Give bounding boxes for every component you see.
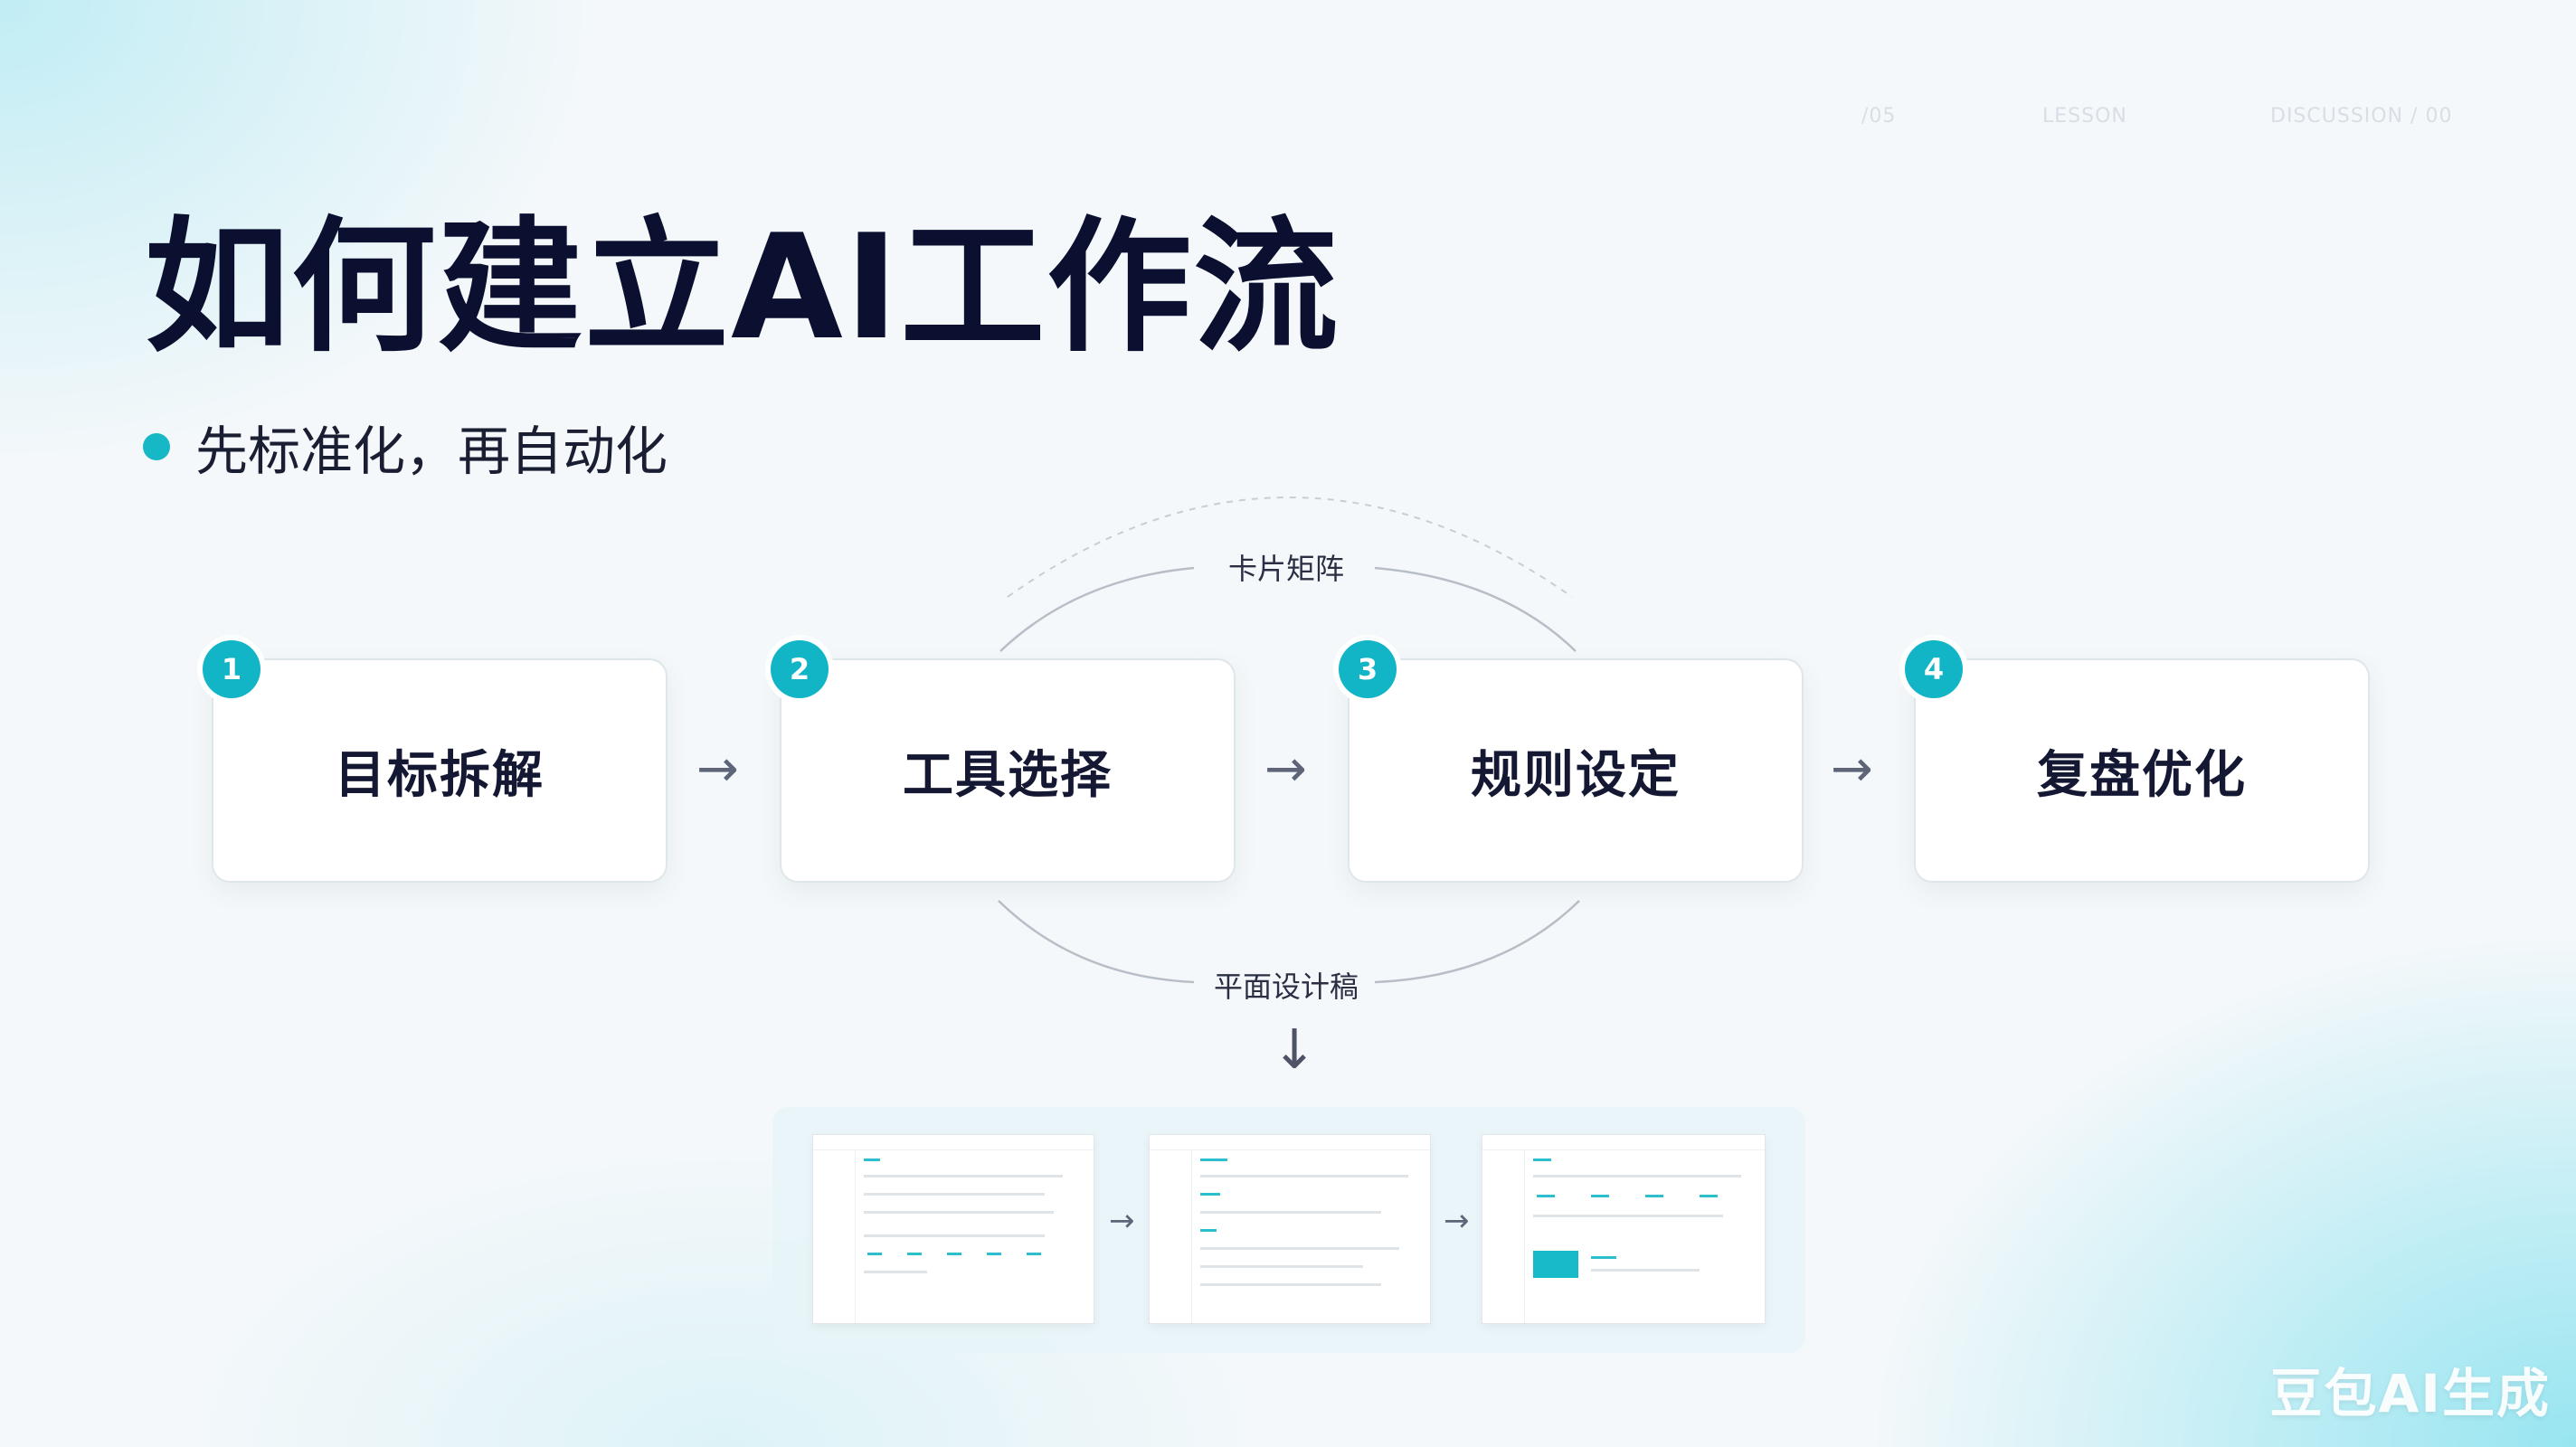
flow-label-top: 卡片矩阵 (1227, 552, 1345, 586)
flow-label-bottom: 平面设计稿 (1213, 969, 1359, 1004)
nav-item-lesson: LESSON (2042, 105, 2127, 128)
top-dashed-arc (1007, 497, 1573, 598)
step-card-3: 3 规则设定 (1339, 640, 1804, 883)
step-card-2: 2 工具选择 (771, 640, 1236, 883)
step-label: 工具选择 (903, 745, 1113, 805)
mockup-arrow-icon: → (1444, 1203, 1470, 1239)
arrow-right-icon: → (1831, 740, 1873, 799)
arrow-right-icon: → (1264, 740, 1307, 799)
step-number-badge: 4 (1905, 640, 1963, 698)
bottom-arc-left (998, 900, 1195, 984)
design-mockup-panel: → → (772, 1107, 1805, 1353)
page-title: 如何建立AI工作流 (145, 203, 1340, 372)
mockup-arrow-icon: → (1109, 1203, 1135, 1239)
watermark-text: 豆包AI生成 (2269, 1363, 2551, 1424)
arrow-right-icon: → (696, 740, 739, 799)
mockup-screenshot-3 (1482, 1134, 1766, 1324)
mockup-screenshot-1 (812, 1134, 1094, 1324)
nav-item-index: /05 (1861, 105, 1897, 128)
step-label: 复盘优化 (2037, 745, 2247, 805)
step-label: 目标拆解 (335, 745, 545, 805)
bottom-arc-right (1374, 900, 1580, 984)
step-number-badge: 3 (1339, 640, 1397, 698)
top-arc-right (1374, 566, 1577, 652)
arrow-down-icon: ↓ (1272, 1018, 1318, 1082)
step-card-4: 4 复盘优化 (1905, 640, 2370, 883)
step-number-badge: 2 (771, 640, 829, 698)
subtitle-text: 先标准化，再自动化 (195, 421, 668, 482)
step-card-1: 1 目标拆解 (203, 640, 668, 883)
mockup-screenshot-2 (1149, 1134, 1431, 1324)
step-label: 规则设定 (1471, 745, 1681, 805)
bullet-dot-icon (143, 433, 170, 460)
top-arc-left (999, 566, 1195, 652)
nav-item-discussion: DISCUSSION / 00 (2270, 105, 2453, 128)
step-number-badge: 1 (203, 640, 260, 698)
subtitle-bullet: 先标准化，再自动化 (143, 409, 668, 485)
